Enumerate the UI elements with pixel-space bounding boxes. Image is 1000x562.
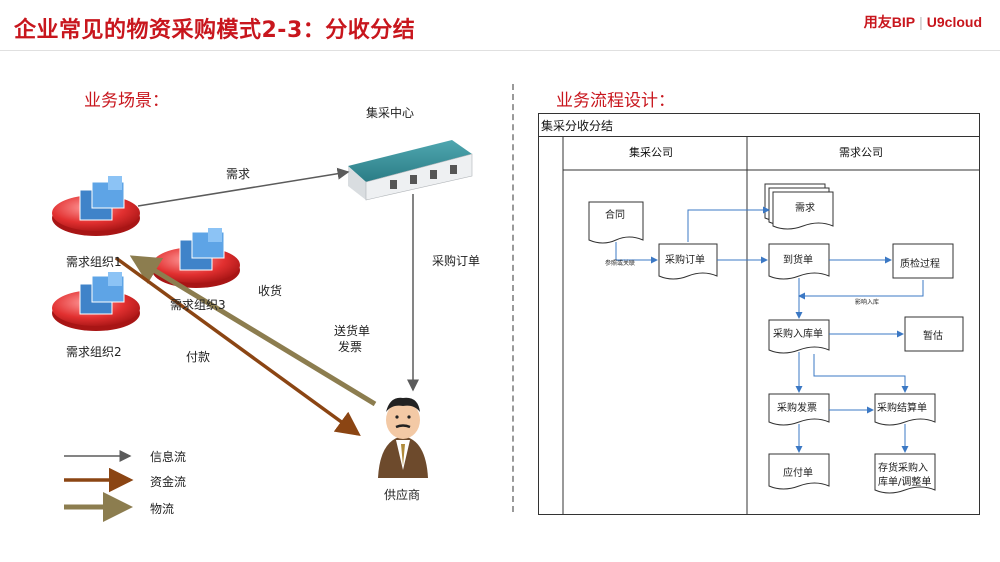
inventory-text-2: 库单/调整单 (878, 477, 932, 488)
supplier-icon (378, 397, 428, 478)
node-payable (768, 453, 830, 490)
node-estimate (904, 316, 964, 352)
fund-arrow-payment (114, 256, 361, 437)
node-inbound (768, 319, 830, 354)
po-text: 采购订单 (665, 255, 705, 266)
brand-u9: U9cloud (926, 14, 982, 30)
po-arrow-label: 采购订单 (432, 254, 481, 268)
estimate-text: 暂估 (923, 331, 943, 342)
node-contract (588, 201, 644, 244)
org1-label: 需求组织1 (66, 255, 122, 269)
inventory-text-1: 存货采购入 (878, 463, 928, 474)
contract-text: 合同 (605, 210, 625, 221)
inbound-text: 采购入库单 (773, 329, 823, 340)
brand-bip: 用友BIP (863, 14, 916, 30)
node-inventory (874, 453, 936, 494)
qc-text: 质检过程 (900, 259, 940, 270)
node-arrival (768, 243, 830, 280)
node-invoice (768, 393, 830, 426)
node-demand (772, 191, 834, 230)
process-section-title: 业务流程设计： (556, 91, 675, 111)
node-settlement (874, 393, 936, 426)
process-flowchart: 集采分收分结 (538, 113, 980, 515)
ref-label-text: 参照或关联 (605, 260, 636, 267)
flow-title-line (539, 136, 979, 137)
delivery-label-1: 送货单 (334, 324, 371, 338)
node-purchase-order (658, 243, 718, 280)
lane-central: 集采公司 (629, 146, 673, 159)
brand-logo: 用友BIP|U9cloud (864, 12, 982, 32)
flow-diagram (562, 136, 979, 514)
payable-text: 应付单 (783, 468, 813, 479)
demand-arrow-label: 需求 (226, 167, 251, 181)
flow-table-title: 集采分收分结 (541, 119, 614, 133)
org2-label: 需求组织2 (66, 345, 122, 359)
delivery-label-2: 发票 (338, 340, 363, 354)
lane-demand: 需求公司 (839, 146, 883, 159)
section-divider (512, 84, 514, 512)
demand-org-2-icon (52, 272, 140, 331)
legend-fund-text: 资金流 (150, 475, 187, 489)
effect-label-text: 影响入库 (855, 299, 880, 306)
title-underline (0, 50, 1000, 51)
page-title: 企业常见的物资采购模式2-3：分收分结 (14, 18, 416, 43)
payment-label: 付款 (186, 350, 211, 364)
info-arrow-demand (137, 167, 350, 207)
org3-label: 需求组织3 (170, 298, 226, 312)
hub-label: 集采中心 (366, 106, 415, 120)
scene-section-title: 业务场景： (84, 91, 169, 111)
legend-goods-text: 物流 (150, 502, 175, 516)
supplier-label: 供应商 (384, 488, 421, 502)
warehouse-icon (348, 140, 473, 201)
demand-text: 需求 (795, 203, 815, 214)
settlement-text: 采购结算单 (877, 403, 927, 414)
brand-separator: | (919, 14, 923, 30)
goods-arrow-delivery (129, 255, 377, 407)
node-qc (892, 243, 954, 279)
invoice-text: 采购发票 (777, 403, 817, 414)
demand-org-1-icon (52, 176, 140, 236)
demand-org-3-icon (152, 228, 240, 288)
arrival-text: 到货单 (783, 255, 813, 266)
legend-info-text: 信息流 (150, 450, 187, 464)
receipt-label: 收货 (258, 284, 283, 298)
scene-diagram (52, 140, 473, 522)
